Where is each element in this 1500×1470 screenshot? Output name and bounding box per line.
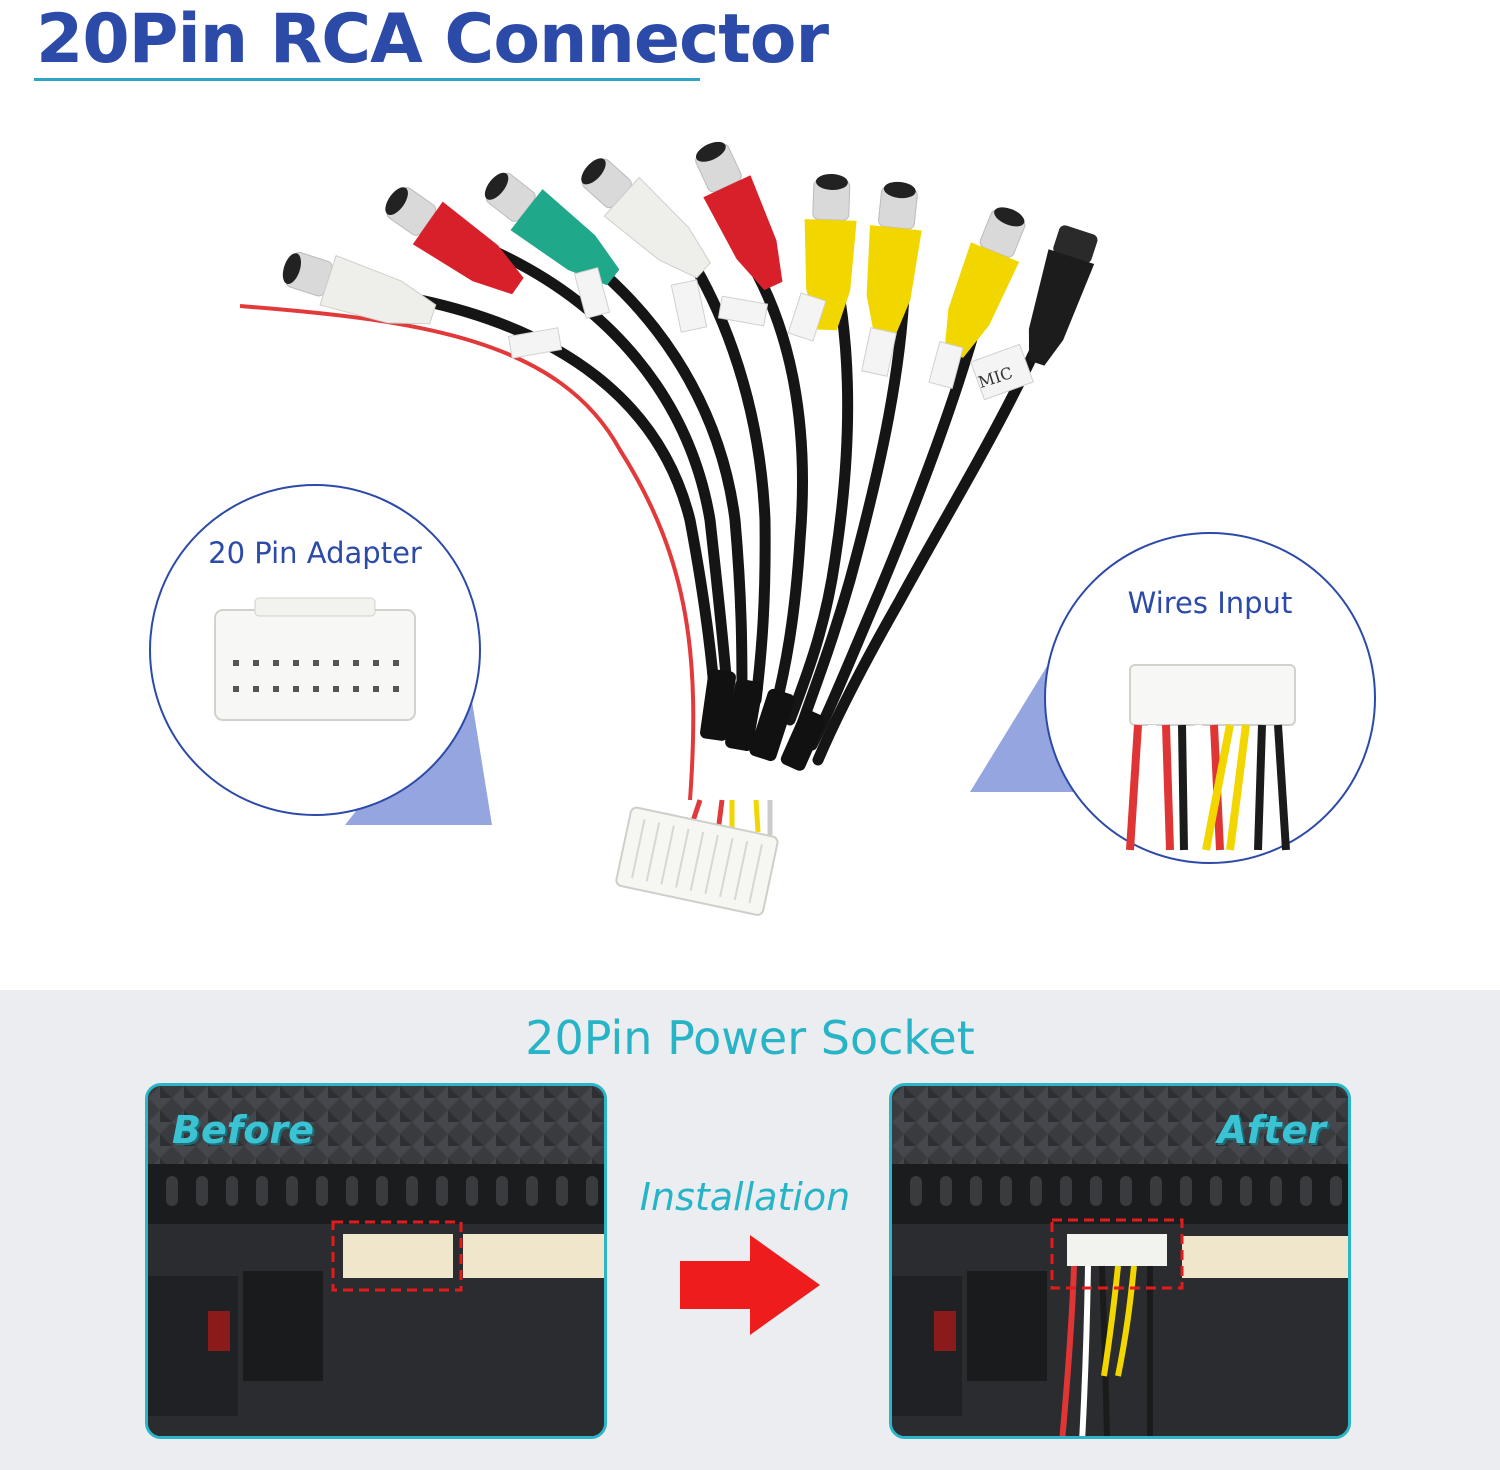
highlight-box-after <box>1050 1218 1184 1290</box>
page-title: 20Pin RCA Connector <box>36 0 829 79</box>
rca-plug-4-white <box>581 158 711 279</box>
rca-plug-2-red <box>385 187 524 295</box>
socket-connector-before <box>343 1234 604 1278</box>
cable-7 <box>794 254 911 736</box>
cable-tags <box>507 267 1034 401</box>
socket-connector-after <box>1067 1234 1348 1278</box>
before-panel-image <box>148 1086 604 1436</box>
after-panel-image <box>892 1086 1348 1436</box>
title-underline <box>34 78 700 81</box>
after-label: After <box>1217 1108 1326 1152</box>
cable-1 <box>414 294 721 706</box>
connector-block-icon <box>615 806 779 916</box>
rca-plug-9-black-mic <box>1028 225 1098 366</box>
heat-shrink-sleeves <box>700 669 826 771</box>
cable-2 <box>474 239 734 706</box>
adapter-callout-label: 20 Pin Adapter <box>208 536 422 570</box>
cable-4 <box>654 209 771 706</box>
rca-plug-8-yellow <box>944 207 1026 358</box>
installation-label: Installation <box>639 1175 851 1219</box>
rca-plug-7-yellow <box>866 181 922 339</box>
cable-3 <box>554 234 748 706</box>
before-label: Before <box>172 1108 314 1152</box>
rca-harness-illustration <box>239 141 1098 916</box>
wire-plug-icon <box>1126 664 1296 851</box>
rca-plug-1-white <box>282 251 437 325</box>
wires-callout-label: Wires Input <box>1127 586 1293 620</box>
cable-6 <box>784 244 854 726</box>
arrow-right-icon <box>680 1235 820 1335</box>
installation-title: 20Pin Power Socket <box>525 1011 975 1065</box>
adapter-callout <box>149 484 492 825</box>
rca-plug-5-red <box>695 141 783 291</box>
highlight-box-before <box>331 1220 463 1292</box>
rca-plug-3-green <box>484 172 620 286</box>
after-panel: After <box>889 1083 1351 1439</box>
wires-callout <box>970 532 1376 864</box>
cable-5 <box>734 239 808 716</box>
connector-icon <box>214 597 416 721</box>
before-panel: Before <box>145 1083 607 1439</box>
